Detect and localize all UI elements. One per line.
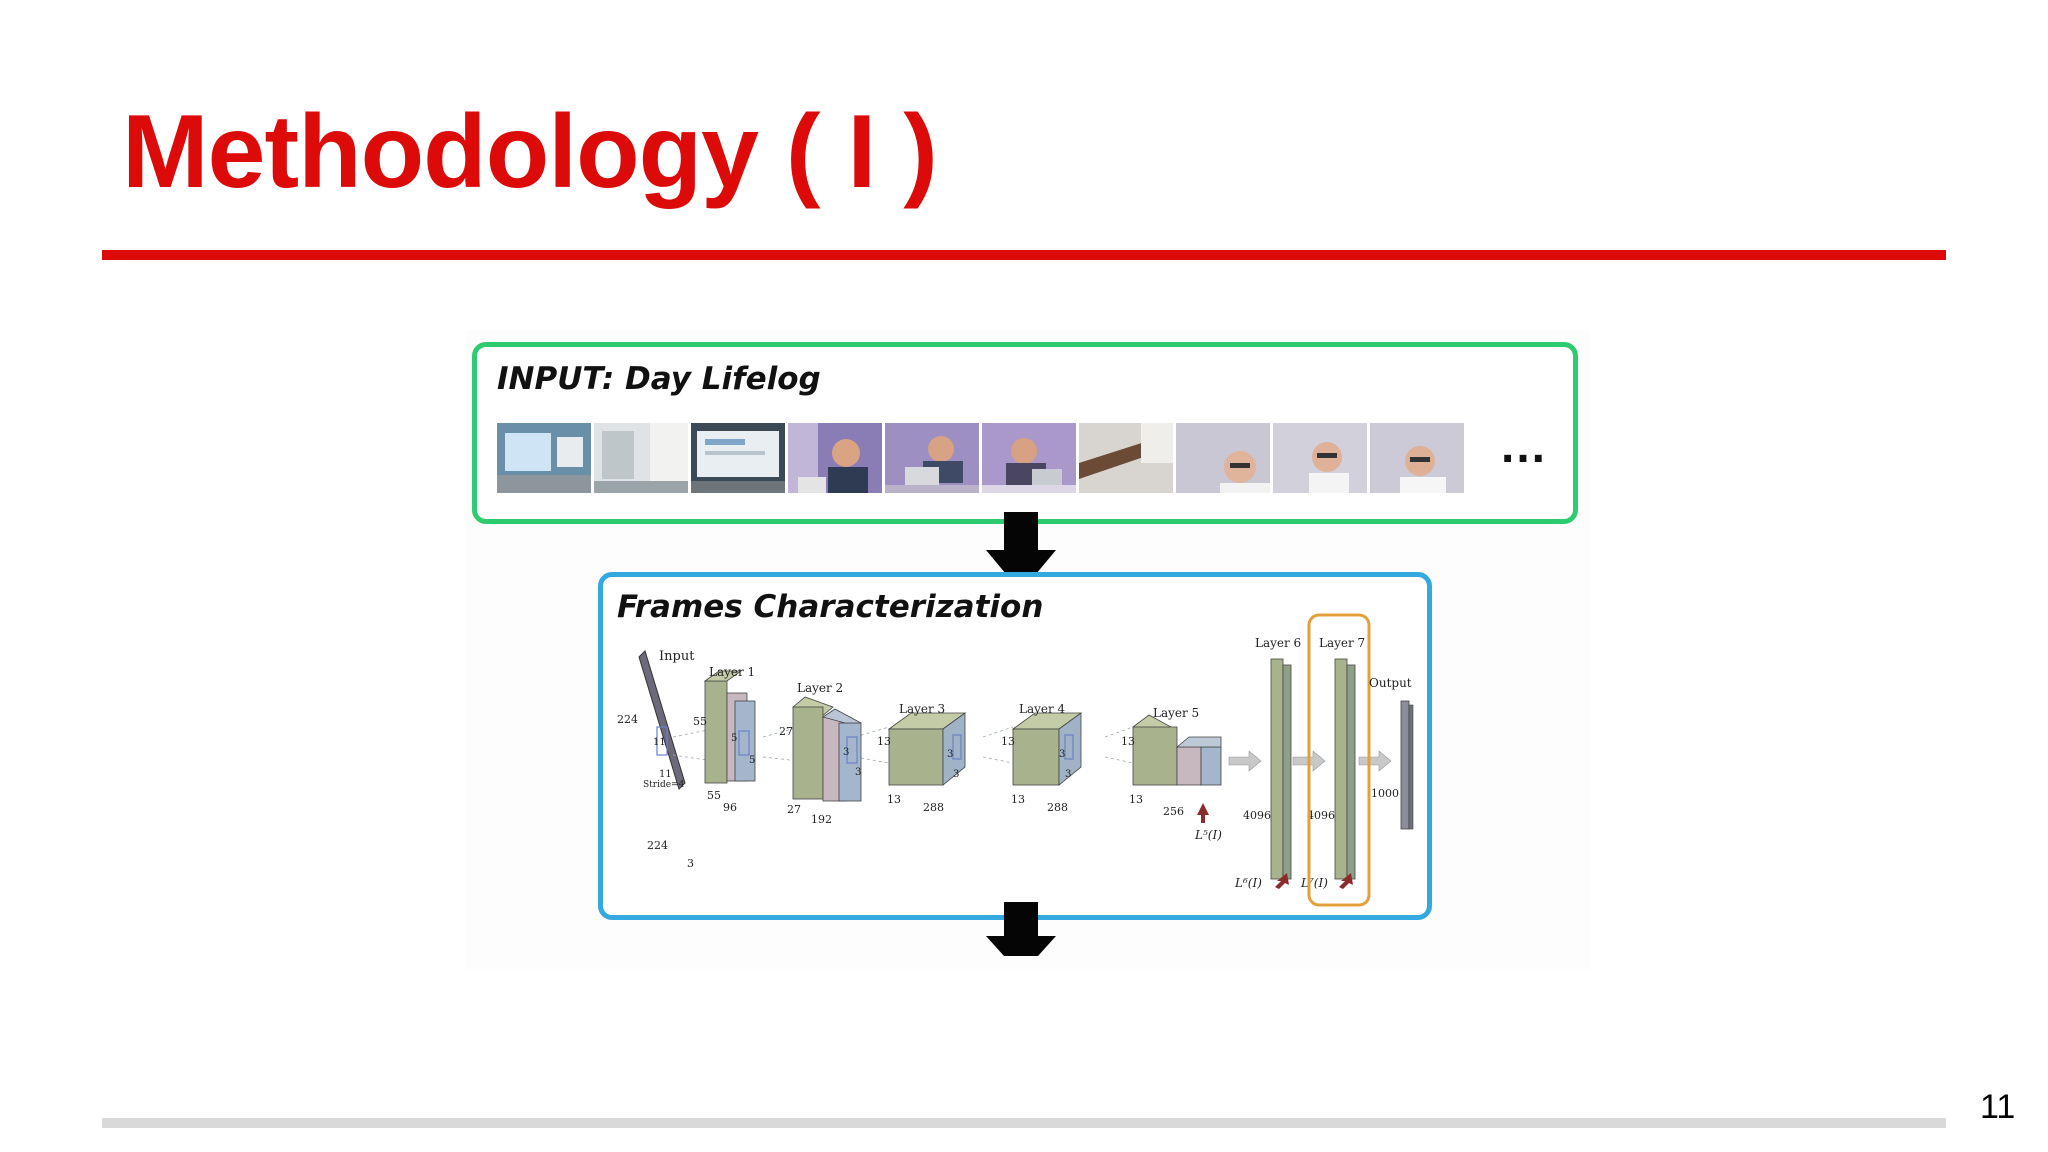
- title-rule: [102, 250, 1946, 260]
- layer4-size-bottom: 13: [1011, 793, 1025, 806]
- layer4-label: Layer 4: [1019, 702, 1066, 716]
- layer6-feature-arrow-icon: [1275, 873, 1289, 889]
- layer5-depth: 256: [1163, 805, 1184, 818]
- thumbnail-man-with-glasses: [1176, 423, 1270, 493]
- layer2-block: [792, 696, 862, 802]
- layer1-size-top: 55: [693, 715, 707, 728]
- thumbnail-window-wall: [594, 423, 688, 493]
- input-lifelog-box: INPUT: Day Lifelog ...: [472, 342, 1578, 524]
- cnn-architecture-diagram: Input 224 224 3 11 11 Stride=4 Layer 1 5…: [617, 613, 1414, 907]
- layer3-kernel: 3: [947, 749, 953, 760]
- layer3-depth: 288: [923, 801, 944, 814]
- thumbnail-man-in-shirt: [1370, 423, 1464, 493]
- layer2-depth: 192: [811, 813, 832, 826]
- input-kernel-2: 11: [659, 769, 672, 780]
- layer7-feature-arrow-icon: [1339, 873, 1353, 889]
- layer6-block: [1270, 658, 1292, 880]
- layer2-size-top: 27: [779, 725, 793, 738]
- layer7-units: 4096: [1307, 809, 1335, 822]
- thumbnail-person-with-laptop: [885, 423, 979, 493]
- layer3-size-bottom: 13: [887, 793, 901, 806]
- layer4-kernel: 3: [1059, 749, 1065, 760]
- thumbnail-man-looking-down: [1273, 423, 1367, 493]
- layer3-block: [887, 712, 967, 786]
- down-arrow-icon-2: [986, 902, 1056, 956]
- thumbnail-screen-closeup: [691, 423, 785, 493]
- output-label: Output: [1369, 676, 1412, 690]
- thumbnail-person-at-laptop: [982, 423, 1076, 493]
- layer1-block: [703, 670, 756, 784]
- input-kernel: 11: [653, 737, 666, 748]
- layer6-label: Layer 6: [1255, 636, 1301, 650]
- layer3-kernel-2: 3: [953, 769, 959, 780]
- layer2-size-bottom: 27: [787, 803, 801, 816]
- thumbnail-person-at-desk: [788, 423, 882, 493]
- layer7-label: Layer 7: [1319, 636, 1365, 650]
- input-box-label: INPUT: Day Lifelog: [497, 361, 821, 397]
- layer5-label: Layer 5: [1153, 706, 1199, 720]
- down-arrow-icon: [986, 512, 1056, 592]
- frames-characterization-box: Frames Characterization Input 224 224 3 …: [598, 572, 1432, 920]
- layer4-kernel-2: 3: [1065, 769, 1071, 780]
- layer2-label: Layer 2: [797, 681, 843, 695]
- layer5-feature: L⁵(I): [1194, 828, 1222, 842]
- layer4-size-top: 13: [1001, 735, 1015, 748]
- layer7-block: [1334, 658, 1356, 880]
- layer7-highlight: [1307, 613, 1371, 907]
- layer5-size-top: 13: [1121, 735, 1135, 748]
- fc-arrow-3-icon: [1358, 750, 1392, 772]
- input-height: 224: [617, 713, 638, 726]
- input-stride: Stride=4: [643, 780, 685, 790]
- input-depth: 3: [687, 857, 694, 870]
- fc-arrow-1-icon: [1228, 750, 1262, 772]
- input-label: Input: [659, 649, 695, 664]
- layer4-block: [1011, 712, 1083, 786]
- layer7-feature: L⁷(I): [1300, 876, 1328, 890]
- layer6-feature: L⁶(I): [1234, 876, 1262, 890]
- layer1-label: Layer 1: [709, 665, 755, 679]
- layer6-units: 4096: [1243, 809, 1271, 822]
- layer3-label: Layer 3: [899, 702, 945, 716]
- layer5-block: [1132, 714, 1222, 786]
- output-units: 1000: [1371, 787, 1399, 800]
- thumbnail-strip: [497, 423, 1464, 493]
- footer-rule: [102, 1118, 1946, 1128]
- thumbnail-ceiling-beam: [1079, 423, 1173, 493]
- layer1-size-bottom: 55: [707, 789, 721, 802]
- layer1-kernel-2: 5: [749, 755, 755, 766]
- layer5-size-bottom: 13: [1129, 793, 1143, 806]
- layer3-size-top: 13: [877, 735, 891, 748]
- frames-box-label: Frames Characterization: [617, 589, 1044, 625]
- layer1-depth: 96: [723, 801, 737, 814]
- layer5-feature-arrow-icon: [1197, 803, 1209, 823]
- layer4-depth: 288: [1047, 801, 1068, 814]
- output-block: [1400, 700, 1414, 830]
- layer1-kernel: 5: [731, 733, 737, 744]
- input-width: 224: [647, 839, 668, 852]
- layer2-kernel-2: 3: [855, 767, 861, 778]
- thumbnail-monitor-desk: [497, 423, 591, 493]
- more-frames-ellipsis: ...: [1501, 420, 1548, 473]
- page-number: 11: [1980, 1088, 2016, 1126]
- slide-title: Methodology ( I ): [122, 94, 938, 210]
- layer2-kernel: 3: [843, 747, 849, 758]
